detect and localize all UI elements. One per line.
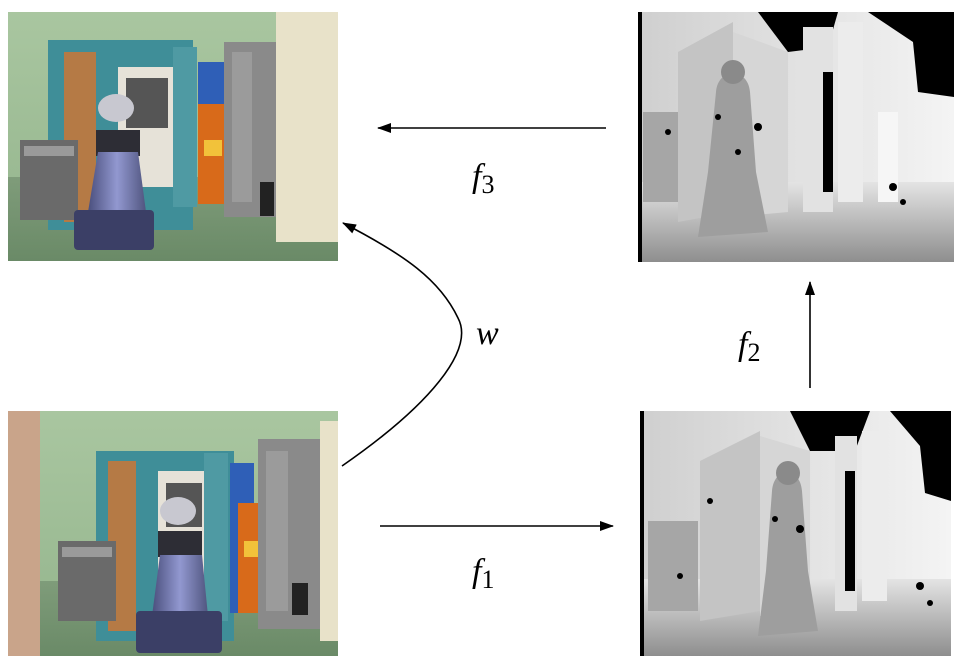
label-f2-sub: 2 [747, 338, 760, 367]
label-w: w [476, 315, 499, 352]
label-f2: f2 [738, 326, 760, 367]
label-f3: f3 [472, 158, 494, 199]
rgb-image-top-left [8, 12, 338, 261]
label-f1-sub: 1 [481, 565, 494, 594]
rgb-image-bottom-left [8, 411, 338, 656]
label-f1: f1 [472, 553, 494, 594]
arrow-w [341, 222, 463, 467]
depth-image-bottom-right [640, 411, 951, 656]
label-f3-sub: 3 [481, 170, 494, 199]
depth-image-top-right [638, 12, 954, 262]
